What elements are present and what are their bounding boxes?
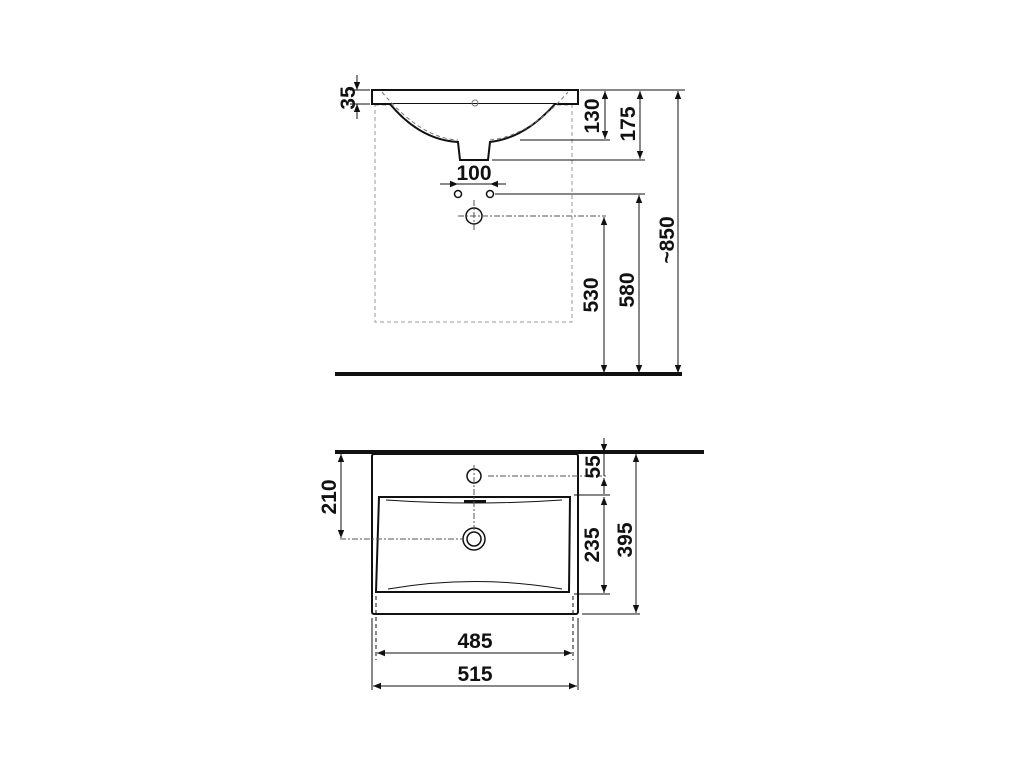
basin-rim bbox=[371, 89, 579, 105]
dim-overall-width: 515 bbox=[457, 663, 492, 686]
side-view: 35 130 175 100 530 580 ~850 bbox=[335, 75, 685, 376]
dim-waste-from-wall: 210 bbox=[318, 479, 341, 514]
dim-bowl-width: 485 bbox=[457, 630, 492, 653]
dim-overall-depth: 175 bbox=[617, 106, 640, 141]
dim-overall-depth-top: 395 bbox=[614, 522, 637, 557]
dim-bowl-depth: 130 bbox=[581, 98, 604, 133]
dim-supply-height: 580 bbox=[616, 272, 639, 307]
top-view: 210 55 235 395 485 515 bbox=[318, 438, 704, 690]
dim-rim-thickness: 35 bbox=[337, 86, 360, 110]
dim-waste-height: 530 bbox=[580, 277, 603, 312]
dim-tap-hole-offset: 55 bbox=[582, 455, 605, 479]
dim-tap-spacing: 100 bbox=[456, 162, 491, 185]
supply-valve-left bbox=[453, 189, 463, 199]
supply-valve-right bbox=[485, 189, 495, 199]
dim-bowl-length: 235 bbox=[581, 527, 604, 562]
overflow-slot bbox=[464, 500, 486, 503]
basin-bowl bbox=[389, 103, 556, 161]
dim-installation-height: ~850 bbox=[656, 216, 679, 263]
bowl-outline bbox=[374, 496, 572, 593]
